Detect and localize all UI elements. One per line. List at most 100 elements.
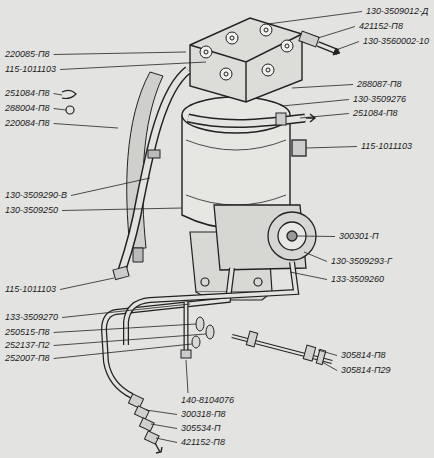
part-number: 288004-П8 [4,103,51,114]
cover-bolts [204,50,208,54]
bottom-fittings [128,394,143,408]
cover-bolts [220,68,232,80]
hose-clip-parts [62,90,76,98]
leader-line [62,208,182,211]
part-number: 252137-П2 [4,340,51,351]
part-number: 252007-П8 [4,353,51,364]
bottom-fittings [144,431,159,444]
return-hose [188,118,305,123]
cover-bolts [200,24,293,80]
pipes [104,262,296,396]
part-number: 130-3509290-В [4,190,68,201]
part-number: 305814-П8 [340,350,387,361]
part-number: 305814-П29 [340,365,392,376]
part-number: 220084-П8 [4,118,51,129]
part-number: 220085-П8 [4,49,51,60]
leader-line [268,12,362,25]
leader-line [151,424,177,429]
leader-line [322,362,337,371]
part-number: 133-3509260 [330,274,385,285]
pressure-hose [148,150,160,158]
part-number: 115-1011103 [4,284,57,295]
part-number: 250515-П8 [4,327,51,338]
leader-line [306,147,357,149]
leader-line [282,100,349,107]
reservoir-body [186,195,286,205]
cover-bolts [226,32,238,44]
pressure-hose [122,70,188,270]
leader-line [54,344,192,359]
leader-line [54,109,66,111]
mounting-stud [303,345,315,361]
leader-line [297,236,335,238]
pressure-hose [122,70,188,270]
leader-line [146,410,177,415]
return-hose [188,118,305,123]
bottom-fittings [128,394,162,453]
pipes [181,350,191,358]
leader-line [292,85,353,89]
pump-unit [214,140,316,270]
cover-bolts [200,46,212,58]
part-number: 130-3560002-10 [362,36,430,47]
part-number: 251084-П8 [4,88,51,99]
part-number: 130-3509250 [4,205,59,216]
reservoir-cover [190,34,302,102]
hose-clip-parts [62,90,76,114]
part-number: 421152-П8 [358,21,404,32]
return-hose [276,113,286,125]
leader-line [54,94,62,96]
return-hose [188,113,315,125]
cover-bolts [264,28,268,32]
pump-bracket [254,278,262,286]
outlet-fitting [299,31,340,55]
drive-strap [133,248,143,262]
leader-line [186,360,188,393]
part-number: 130-3509012-Д [365,6,429,17]
hose-clip-parts [66,106,74,114]
leader-line [156,438,177,443]
pump-unit [292,140,306,156]
leader-line [71,178,150,196]
leader-line [54,52,186,55]
cover-bolts [262,64,274,76]
bottom-fittings [155,443,162,453]
cover-bolts [260,24,272,36]
pump-bracket [201,278,209,286]
pipes [126,262,296,345]
part-number: 130-3509293-Г [330,256,393,267]
leader-lines [54,12,362,443]
leader-line [54,334,206,346]
outlet-fitting [299,31,319,47]
mounting-stud [232,336,332,362]
part-number: 288087-П8 [356,79,403,90]
mounting-stud [246,331,257,347]
leader-line [54,124,118,129]
washers [206,325,214,339]
pump-unit [287,231,297,241]
reservoir-cover [190,18,302,102]
leader-line [318,350,337,356]
leader-line [318,27,355,39]
leader-line [300,114,349,119]
part-number: 133-3509270 [4,312,59,323]
mounting-stud [232,336,332,362]
reservoir-cover [190,18,302,102]
part-number: 115-1011103 [360,141,413,152]
leader-line [336,42,359,51]
leader-line [60,62,206,70]
pipes [126,262,296,345]
part-number: 130-3509276 [352,94,407,105]
reservoir-body [186,140,286,150]
return-hose [306,114,315,122]
part-number: 300318-П8 [180,409,227,420]
cover-bolts [281,40,293,52]
pressure-hose [113,70,188,280]
washers [192,336,200,348]
part-number: 251084-П8 [352,108,399,119]
part-number: 300301-П [338,231,380,242]
cover-bolts [230,36,234,40]
